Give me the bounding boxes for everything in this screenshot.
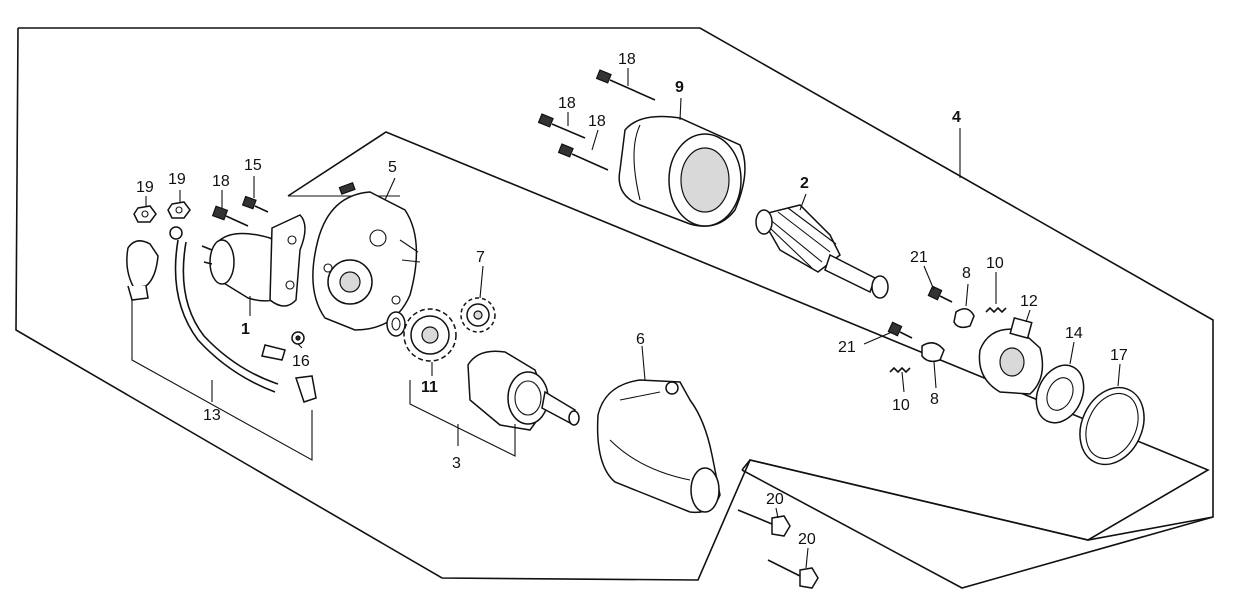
callout-18-solenoid: 18 <box>212 173 230 190</box>
brush-spring-10-lower <box>889 366 911 374</box>
bolt-20-lower <box>767 559 819 589</box>
callout-3: 3 <box>452 455 461 472</box>
leader-lines <box>145 68 1121 569</box>
callout-5: 5 <box>388 159 397 176</box>
callout-19-left: 19 <box>136 179 154 196</box>
callout-18-mid: 18 <box>558 95 576 112</box>
assembly-4-outline <box>287 131 1210 541</box>
brush-8-upper <box>953 308 975 329</box>
callout-19-right: 19 <box>168 171 186 188</box>
callout-1: 1 <box>241 321 250 338</box>
bolt-18-solenoid <box>211 205 249 227</box>
callout-2: 2 <box>800 175 809 192</box>
callout-14: 14 <box>1065 325 1083 342</box>
o-ring-part-17 <box>1079 386 1145 466</box>
bolt-15 <box>241 195 269 213</box>
callout-15: 15 <box>244 157 262 174</box>
callout-16: 16 <box>292 353 310 370</box>
bolt-20-upper <box>737 509 791 537</box>
callout-11: 11 <box>421 379 438 396</box>
callout-17: 17 <box>1110 347 1128 364</box>
callout-10-upper: 10 <box>986 255 1004 272</box>
callout-18-low: 18 <box>588 113 606 130</box>
brush-holder-part-12 <box>978 317 1044 395</box>
callout-7: 7 <box>476 249 485 266</box>
callout-20-upper: 20 <box>766 491 784 508</box>
nut-19-left <box>133 205 157 223</box>
callout-8-upper: 8 <box>962 265 971 282</box>
terminal-lead-part-13 <box>126 226 317 461</box>
reduction-gear-part-11 <box>403 308 457 362</box>
nut-19-right <box>167 201 191 219</box>
overrunning-clutch <box>409 350 580 457</box>
screw-21-upper <box>927 285 953 303</box>
armature-part-2 <box>755 204 889 299</box>
drive-housing-part-6 <box>596 379 721 514</box>
brush-spring-10-upper <box>985 306 1007 314</box>
callout-6: 6 <box>636 331 645 348</box>
callout-20-lower: 20 <box>798 531 816 548</box>
solenoid-part-1 <box>201 214 306 307</box>
yoke-part-9 <box>618 115 746 227</box>
through-bolt-18-top <box>595 69 656 101</box>
callout-13: 13 <box>203 407 221 424</box>
screw-16 <box>291 331 305 345</box>
screw-21-lower <box>887 321 913 339</box>
idle-gear-part-7 <box>460 297 496 333</box>
lower-right-outline <box>741 469 1214 589</box>
through-bolt-18-mid <box>537 113 586 139</box>
callout-4: 4 <box>952 109 961 126</box>
callout-9: 9 <box>675 79 684 96</box>
callout-10-lower: 10 <box>892 397 910 414</box>
washer <box>386 311 406 337</box>
through-bolt-18-low <box>557 143 609 171</box>
seal-part-14 <box>1035 364 1085 424</box>
callout-8-lower: 8 <box>930 391 939 408</box>
brush-8-lower <box>921 342 945 363</box>
callout-18-top: 18 <box>618 51 636 68</box>
callout-21-upper: 21 <box>910 249 928 266</box>
front-cover-part-5 <box>312 182 421 331</box>
callout-21-lower: 21 <box>838 339 856 356</box>
callout-12: 12 <box>1020 293 1038 310</box>
